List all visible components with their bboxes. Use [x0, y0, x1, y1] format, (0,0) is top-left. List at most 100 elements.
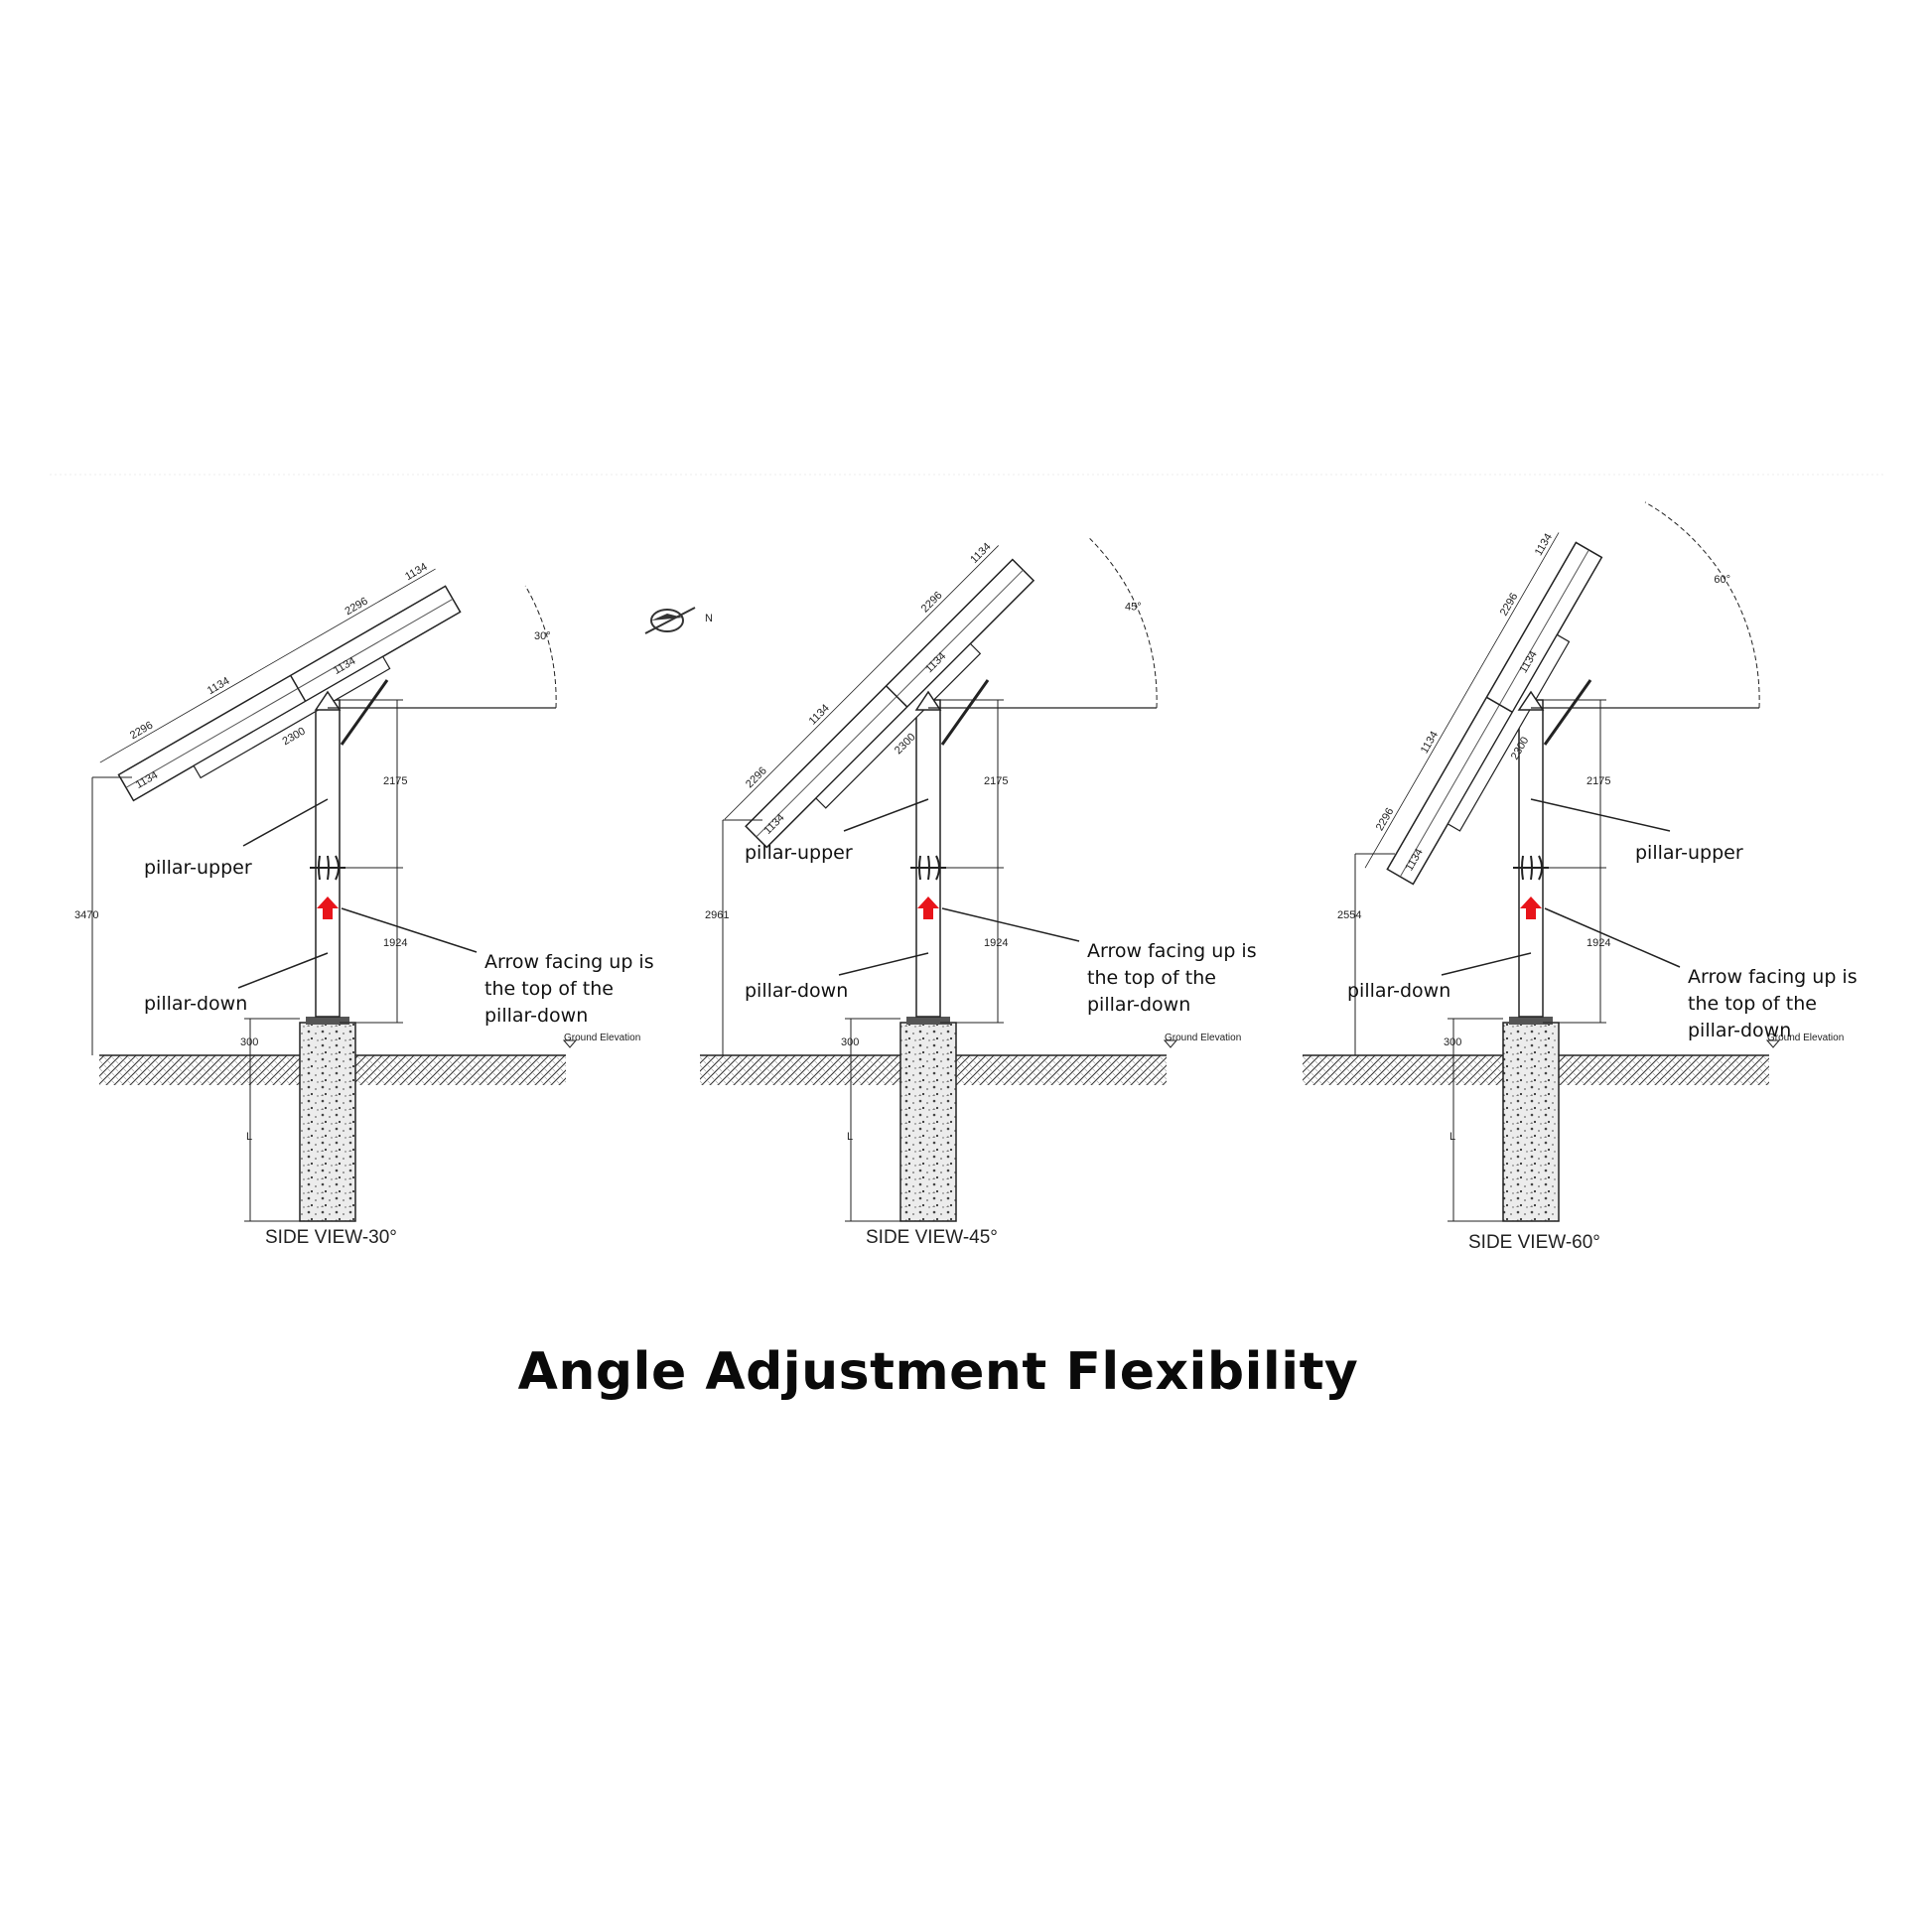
panel-rail — [1399, 549, 1589, 878]
dimension-depth: L — [847, 1131, 853, 1143]
adjustment-strut — [1543, 679, 1592, 746]
arrow-note-line-1: Arrow facing up is — [1087, 940, 1257, 962]
adjustment-strut — [940, 679, 990, 746]
leader-line — [341, 907, 478, 953]
leader-line — [237, 952, 329, 989]
arrow-note-line-1: Arrow facing up is — [1688, 966, 1858, 988]
elevation-marker — [1163, 1039, 1178, 1048]
dimension-upper: 2175 — [1587, 775, 1610, 787]
pivot-cap — [314, 690, 342, 711]
dimension-lower: 1924 — [1587, 937, 1610, 949]
angle-arc — [1089, 538, 1158, 709]
pillar-down — [315, 867, 341, 1018]
panel-dimension-line — [724, 545, 999, 820]
pillar-upper — [1518, 699, 1544, 869]
dimension-upper: 2175 — [984, 775, 1008, 787]
label-pillar-down: pillar-down — [1347, 980, 1450, 1002]
dimension-depth: L — [246, 1131, 252, 1143]
label-pillar-down: pillar-down — [144, 993, 247, 1015]
ground-elevation-label: Ground Elevation — [564, 1033, 640, 1043]
label-pillar-upper: pillar-upper — [745, 842, 853, 864]
dimension-lower: 1924 — [383, 937, 407, 949]
purlin-rail — [193, 655, 391, 779]
pillar-down — [1518, 867, 1544, 1018]
up-arrow-icon — [317, 897, 339, 919]
dimension-depth: L — [1449, 1131, 1455, 1143]
pillar-upper — [315, 699, 341, 869]
leader-line — [941, 907, 1080, 942]
elevation-marker — [1765, 1039, 1781, 1048]
arrow-note-line-2: the top of the — [1087, 967, 1216, 989]
dimension-upper: 2175 — [383, 775, 407, 787]
concrete-footing — [299, 1022, 356, 1222]
height-dimension: 2554 — [1337, 909, 1361, 921]
angle-label: 45° — [1125, 602, 1142, 614]
leader-line — [838, 952, 929, 976]
panel-dimension-4: 2296 — [744, 764, 769, 790]
label-pillar-down: pillar-down — [745, 980, 848, 1002]
purlin-rail — [1447, 633, 1571, 832]
panel-dimension-line — [1364, 532, 1560, 869]
arrow-note-line-3: pillar-down — [1688, 1020, 1791, 1041]
dimension-base: 300 — [1444, 1036, 1461, 1048]
pillar-down — [915, 867, 941, 1018]
base-plate — [1509, 1017, 1553, 1025]
leader-line — [1544, 907, 1681, 968]
angle-label: 30° — [534, 630, 551, 642]
up-arrow-icon — [1520, 897, 1542, 919]
angle-label: 60° — [1714, 574, 1730, 586]
base-plate — [306, 1017, 349, 1025]
label-pillar-upper: pillar-upper — [144, 857, 252, 879]
panel-dimension-1: 2296 — [919, 590, 945, 616]
leader-line — [843, 798, 929, 832]
label-pillar-upper: pillar-upper — [1635, 842, 1743, 864]
compass-north-icon: N — [644, 607, 713, 634]
leader-line — [242, 798, 329, 847]
base-plate — [906, 1017, 950, 1025]
arrow-note-line-2: the top of the — [1688, 993, 1817, 1015]
view-caption: SIDE VIEW-45° — [866, 1227, 998, 1248]
compass-letter: N — [705, 613, 713, 624]
concrete-footing — [1502, 1022, 1560, 1222]
purlin-rail — [815, 642, 982, 809]
concrete-footing — [899, 1022, 957, 1222]
pillar-upper — [915, 699, 941, 869]
pivot-cap — [1517, 690, 1545, 711]
leader-line — [1530, 798, 1671, 832]
dimension-base: 300 — [240, 1036, 258, 1048]
side-view-1: Ground Elevation21751924300L229611341134… — [74, 561, 654, 1248]
panel-dimension-2: 1134 — [968, 541, 993, 566]
page-title: Angle Adjustment Flexibility — [517, 1342, 1359, 1402]
arrow-note-line-1: Arrow facing up is — [484, 951, 654, 973]
ground-elevation-label: Ground Elevation — [1767, 1033, 1844, 1043]
panel-rail — [125, 598, 454, 788]
height-dimension: 2961 — [705, 909, 729, 921]
panel-dimension-line — [99, 568, 436, 763]
pivot-cap — [914, 690, 942, 711]
arrow-note-line-3: pillar-down — [484, 1005, 588, 1027]
adjustment-strut — [340, 679, 389, 746]
elevation-marker — [562, 1039, 578, 1048]
dimension-base: 300 — [841, 1036, 859, 1048]
arrow-note-line-3: pillar-down — [1087, 994, 1190, 1016]
height-dimension: 3470 — [74, 909, 98, 921]
leader-line — [1441, 952, 1532, 976]
panel-dimension-5: 1134 — [807, 702, 832, 727]
dimension-lower: 1924 — [984, 937, 1008, 949]
panel-divider — [1485, 696, 1513, 713]
arrow-note-line-2: the top of the — [484, 978, 614, 1000]
view-caption: SIDE VIEW-30° — [265, 1227, 397, 1248]
panel-divider — [290, 674, 307, 702]
angle-arc — [524, 585, 557, 709]
panel-divider — [886, 685, 908, 708]
up-arrow-icon — [917, 897, 939, 919]
panel-rail — [756, 569, 1024, 838]
ground-elevation-label: Ground Elevation — [1165, 1033, 1241, 1043]
views-root: Ground Elevation21751924300L229611341134… — [74, 501, 1858, 1253]
